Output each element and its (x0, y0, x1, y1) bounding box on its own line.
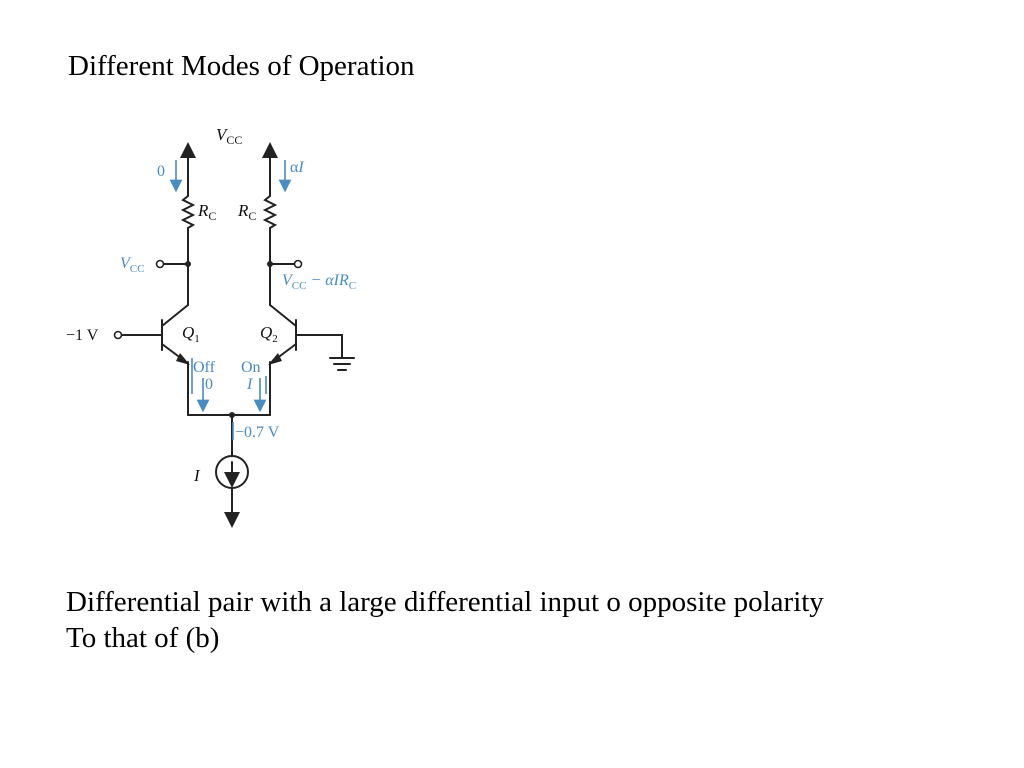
right-branch (262, 142, 355, 416)
ground-icon (329, 357, 355, 371)
current-source-label: I (193, 466, 201, 485)
left-output-terminal (155, 259, 165, 269)
left-resistor-label: RC (197, 201, 216, 223)
q2-state-label: On (241, 359, 261, 376)
tail-current-source (187, 412, 271, 528)
emitter-node-voltage-label: −0.7 V (235, 424, 280, 441)
q1-emitter-arrow (176, 353, 190, 365)
input-voltage-label: −1 V (66, 327, 99, 344)
right-resistor (262, 195, 278, 229)
right-collector-current-label: αI (290, 159, 304, 176)
right-output-voltage-label: VCC − αIRC (282, 272, 356, 292)
caption-line-2: To that of (b) (66, 622, 220, 654)
left-resistor (180, 195, 196, 229)
slide-title: Different Modes of Operation (68, 50, 415, 82)
right-output-terminal (293, 259, 303, 269)
q1-emitter-current-label: 0 (205, 376, 213, 393)
left-branch (113, 142, 196, 416)
vcc-label: VCC (216, 125, 242, 147)
left-collector-current-label: 0 (157, 163, 165, 180)
q2-emitter-current-label: I (246, 376, 253, 393)
left-output-voltage-label: VCC (120, 255, 144, 275)
caption-line-1: Differential pair with a large different… (66, 586, 824, 618)
q2-emitter-arrow (268, 353, 282, 365)
q1-state-label: Off (193, 359, 216, 376)
right-resistor-label: RC (237, 201, 256, 223)
slide-caption: Differential pair with a large different… (66, 584, 824, 656)
input-terminal (113, 330, 123, 340)
q2-label: Q2 (260, 323, 278, 345)
q1-label: Q1 (182, 323, 200, 345)
